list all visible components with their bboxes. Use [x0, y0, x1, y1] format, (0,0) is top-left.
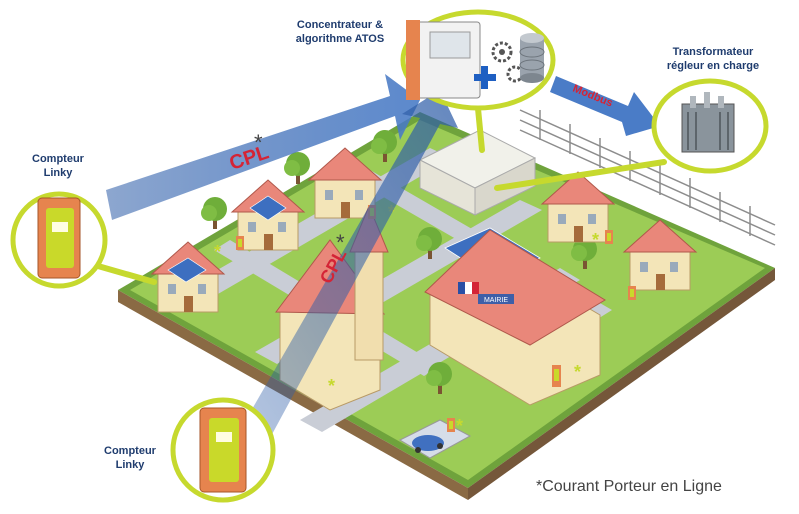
svg-text:*: * — [214, 242, 221, 262]
concentrator-label-line2: algorithme ATOS — [295, 33, 385, 45]
transformer-halo — [651, 78, 769, 174]
meter-bottom-halo — [170, 397, 276, 503]
meter-left-label: Compteur Linky — [18, 152, 98, 180]
svg-text:*: * — [592, 230, 599, 250]
meter-bottom-label-line2: Linky — [115, 459, 145, 471]
cpl-asterisk-top: * — [254, 130, 263, 155]
svg-text:*: * — [574, 362, 581, 382]
svg-text:*: * — [328, 376, 335, 396]
meter-left-label-line1: Compteur — [32, 153, 84, 165]
electric-meter-icon — [199, 407, 247, 493]
flag-icon — [458, 282, 479, 294]
footnote: *Courant Porteur en Ligne — [536, 478, 722, 495]
concentrator-label: Concentrateur & algorithme ATOS — [280, 18, 400, 46]
mairie-sign-text: MAIRIE — [484, 297, 508, 304]
transformer-label: Transformateur régleur en charge — [648, 45, 778, 73]
electric-meter-icon — [37, 197, 81, 279]
transformer-label-line2: régleur en charge — [666, 60, 760, 72]
concentrator-halo — [400, 9, 556, 111]
transformer-label-line1: Transformateur — [672, 46, 754, 58]
modbus-arrow: Modbus — [550, 76, 660, 136]
mairie-sign — [478, 294, 514, 304]
meter-left-label-line2: Linky — [43, 167, 73, 179]
fence — [519, 109, 776, 246]
svg-text:*: * — [456, 416, 463, 436]
cpl-asterisk-diagonal: * — [336, 230, 345, 255]
meter-left-halo — [10, 191, 108, 289]
meter-bottom-label-line1: Compteur — [104, 445, 156, 457]
plus-icon — [474, 66, 496, 89]
transformer-icon — [681, 92, 735, 153]
cpl-label-top: CPL — [227, 141, 272, 174]
database-icon — [519, 33, 545, 83]
concentrator-label-line1: Concentrateur & — [296, 19, 384, 31]
meter-bottom-label: Compteur Linky — [90, 444, 170, 472]
